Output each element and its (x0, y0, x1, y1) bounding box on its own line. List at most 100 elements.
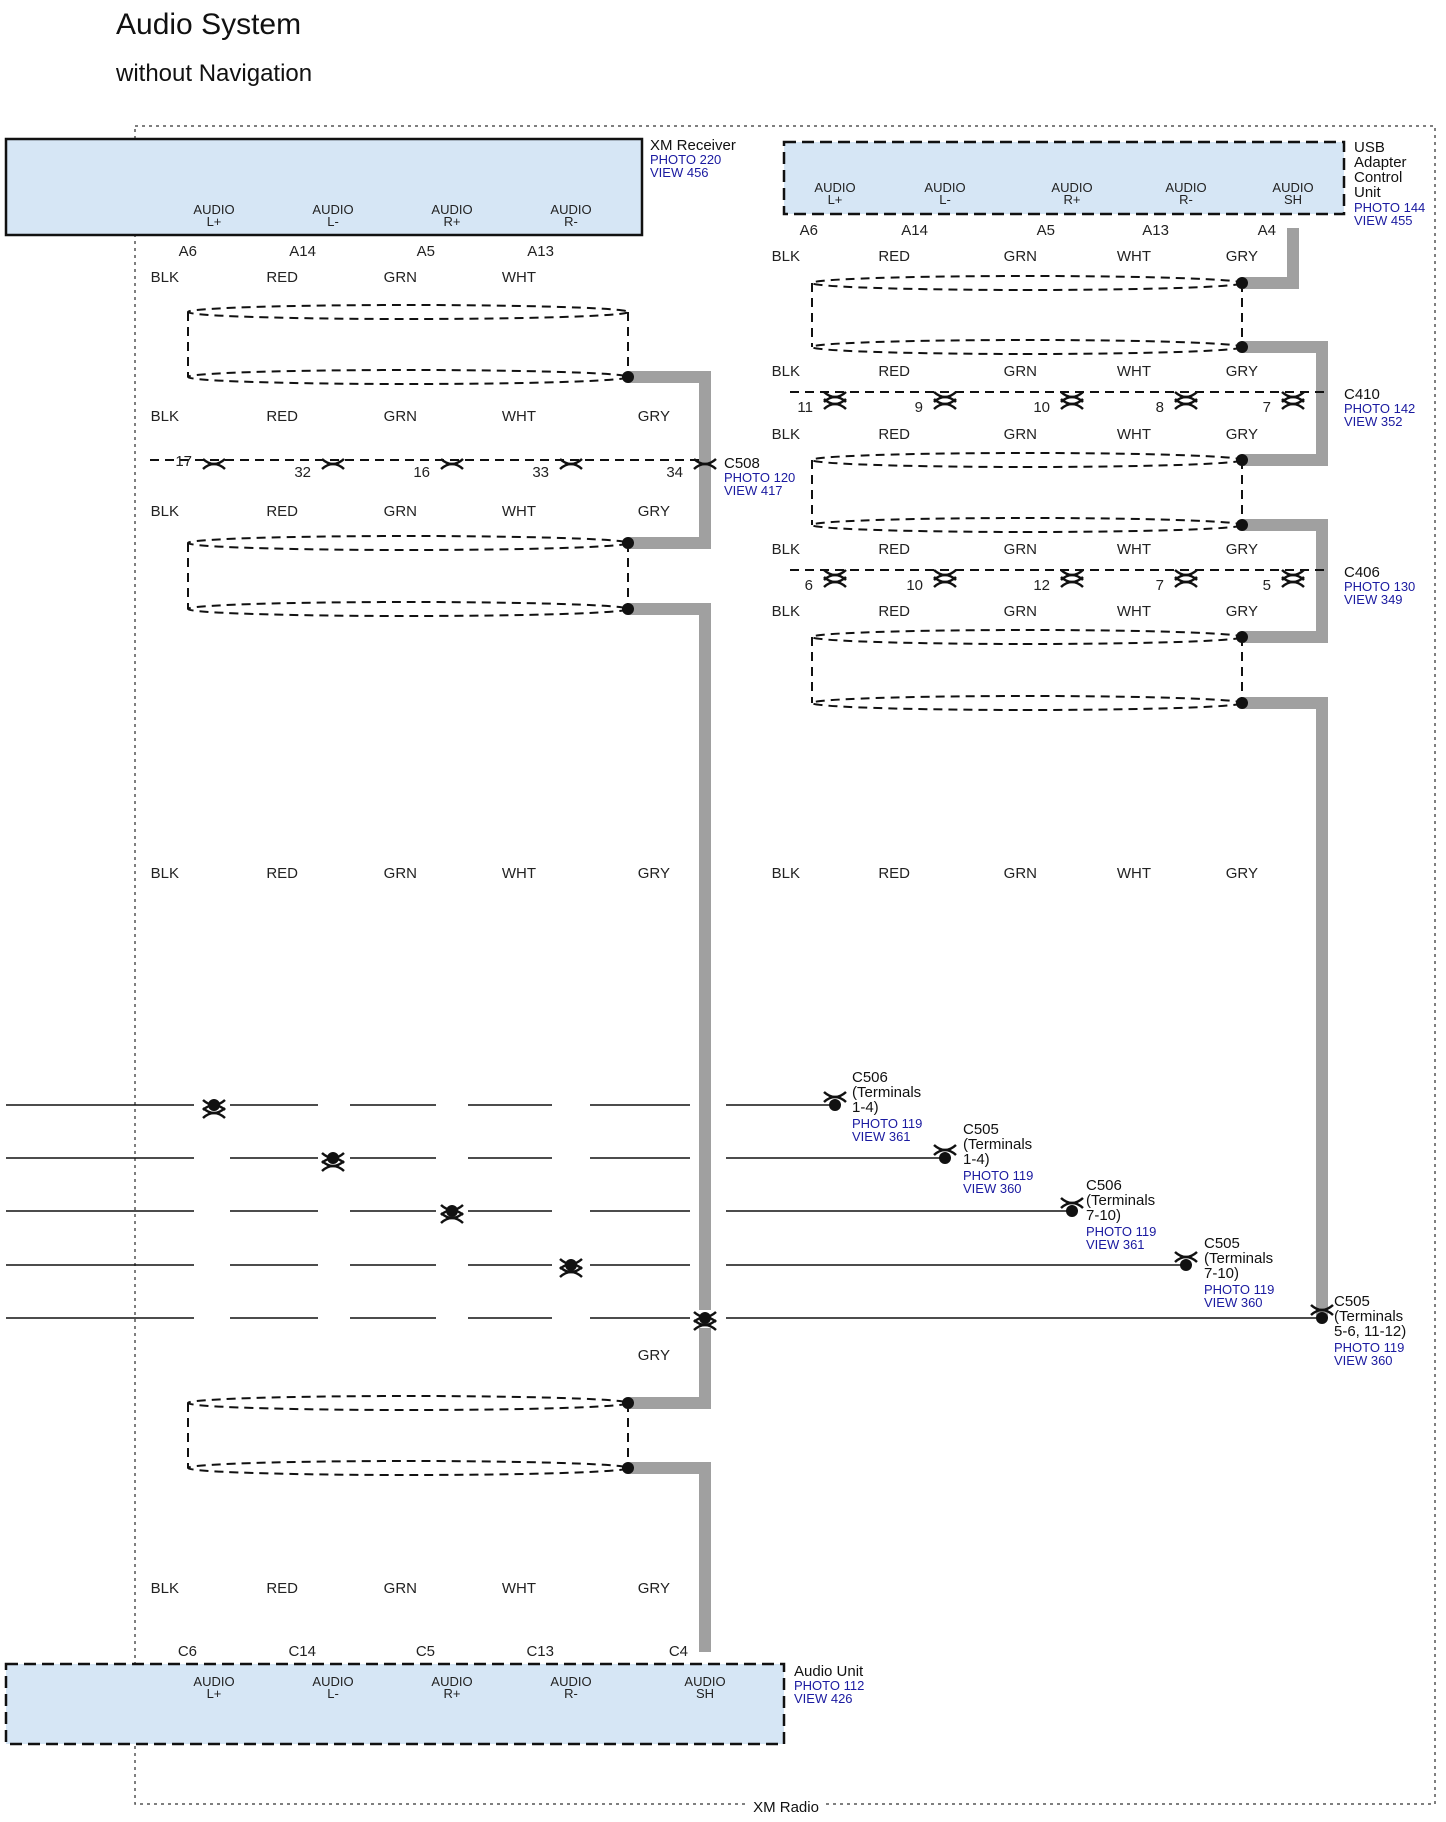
c508-pin-mark (202, 462, 226, 470)
audio-unit-pin-label: AUDIO (193, 1674, 234, 1689)
wire-color-label: RED (878, 865, 910, 882)
c410-pin-mark (1060, 402, 1084, 410)
shield-left-2 (187, 535, 629, 551)
splice-terminals: 5-6, 11-12) (1334, 1323, 1406, 1340)
audio-unit-pin-label: AUDIO (684, 1674, 725, 1689)
wire-color-label: RED (266, 408, 298, 425)
xm-receiver-pin-label: L+ (207, 214, 222, 229)
xm-receiver-box (4, 137, 644, 237)
gry-drain-right (1242, 697, 1328, 1318)
usb-adapter-ref: PHOTO 144 (1354, 200, 1425, 215)
wire-color-label: BLK (151, 1580, 179, 1597)
wire-color-label: GRN (1004, 541, 1037, 558)
shield-drain-dot (1236, 519, 1248, 531)
c406-pin-mark (933, 580, 957, 588)
usb-adapter-pin-label: AUDIO (1051, 180, 1092, 195)
splice-ref: VIEW 360 (1204, 1295, 1263, 1310)
c406-pin-mark (823, 580, 847, 588)
wire-color-label: WHT (1117, 603, 1151, 620)
xm-receiver-ref: PHOTO 220 (650, 152, 721, 167)
splice-junction-dot (699, 1312, 711, 1324)
c508-pin-number: 32 (294, 464, 311, 481)
wire-color-label: GRY (638, 1347, 670, 1364)
wire-color-label: GRY (638, 408, 670, 425)
xm-receiver-name: XM Receiver (650, 137, 736, 154)
usb-adapter-pin-number: A6 (800, 222, 818, 239)
splice-end-mark (933, 1148, 957, 1156)
shield-right-3 (811, 695, 1243, 711)
c410-pin-number: 11 (797, 399, 813, 416)
c508-pin-number: 16 (413, 464, 430, 481)
c508-pin-number: 33 (532, 464, 549, 481)
gry-drain-usb (1242, 228, 1299, 289)
usb-adapter-pin-label: AUDIO (814, 180, 855, 195)
audio-unit-pin-number: C5 (416, 1643, 435, 1660)
xm-receiver-ref: VIEW 456 (650, 165, 709, 180)
wire-color-label: RED (266, 865, 298, 882)
wire-color-label: BLK (772, 865, 800, 882)
audio-unit-pin-number: C13 (526, 1643, 554, 1660)
c410-pin-number: 7 (1263, 399, 1271, 416)
wire-color-label: GRN (384, 503, 417, 520)
splice-terminals: (Terminals (852, 1084, 921, 1101)
usb-adapter-pin-number: A14 (901, 222, 928, 239)
wire-color-label: WHT (502, 269, 536, 286)
shield-left-1 (187, 304, 629, 320)
shield-drain-dot (622, 537, 634, 549)
wire-color-label: RED (878, 541, 910, 558)
wire-color-label: RED (878, 426, 910, 443)
splice-ref: PHOTO 119 (963, 1168, 1033, 1183)
c406-pin-number: 6 (805, 577, 813, 594)
audio-unit-pin-label: R+ (444, 1686, 461, 1701)
audio-unit-pin-number: C4 (669, 1643, 688, 1660)
wire-color-label: BLK (772, 541, 800, 558)
c508-pin-number: 17 (175, 453, 192, 470)
c410-name: C410 (1344, 386, 1380, 403)
usb-adapter-pin-label: AUDIO (924, 180, 965, 195)
splice-end-dot (829, 1099, 841, 1111)
shield-left-3 (187, 1460, 629, 1476)
shield-right-3 (811, 629, 1243, 645)
wire-color-label: GRN (1004, 865, 1037, 882)
splice-terminals: (Terminals (1086, 1192, 1155, 1209)
wire-color-label: GRY (1226, 363, 1258, 380)
splice-name: C505 (963, 1121, 999, 1138)
shield-drain-dot (1236, 697, 1248, 709)
wire-color-label: RED (266, 1580, 298, 1597)
shield-drain-dot (1236, 631, 1248, 643)
c406-ref: PHOTO 130 (1344, 579, 1415, 594)
usb-adapter-pin-label: R- (1179, 192, 1193, 207)
c406-pin-number: 5 (1263, 577, 1271, 594)
c410-ref: PHOTO 142 (1344, 401, 1415, 416)
wire-color-label: GRY (1226, 865, 1258, 882)
gry-drain-c406 (1242, 519, 1328, 643)
audio-unit-pin-number: C14 (288, 1643, 316, 1660)
usb-adapter-ref: VIEW 455 (1354, 213, 1413, 228)
wire-color-label: GRY (638, 865, 670, 882)
splice-terminals: 1-4) (852, 1099, 879, 1116)
wire-color-label: BLK (772, 603, 800, 620)
shield-left-2 (187, 601, 629, 617)
shield-drain-dot (622, 1462, 634, 1474)
wire-color-label: BLK (772, 426, 800, 443)
splice-end-dot (1180, 1259, 1192, 1271)
audio-unit-ref: PHOTO 112 (794, 1678, 864, 1693)
splice-end-mark (1174, 1255, 1198, 1263)
usb-adapter-pin-label: AUDIO (1165, 180, 1206, 195)
c406-pin-mark (1060, 580, 1084, 588)
c508-ref: PHOTO 120 (724, 470, 795, 485)
xm-receiver-pin-number: A5 (417, 243, 435, 260)
c410-pin-number: 8 (1156, 399, 1164, 416)
c410-pin-number: 10 (1033, 399, 1050, 416)
gry-drain-mid (628, 603, 711, 1310)
wire-color-label: GRY (1226, 248, 1258, 265)
gry-drain-audio (628, 1462, 711, 1652)
splice-ref: PHOTO 119 (1334, 1340, 1404, 1355)
splice-terminals: 7-10) (1086, 1207, 1121, 1224)
wire-color-label: BLK (772, 248, 800, 265)
wire-color-label: WHT (1117, 363, 1151, 380)
splice-terminals: (Terminals (1204, 1250, 1273, 1267)
wire-color-label: WHT (502, 1580, 536, 1597)
audio-unit-pin-label: AUDIO (550, 1674, 591, 1689)
splice-ref: VIEW 360 (1334, 1353, 1393, 1368)
